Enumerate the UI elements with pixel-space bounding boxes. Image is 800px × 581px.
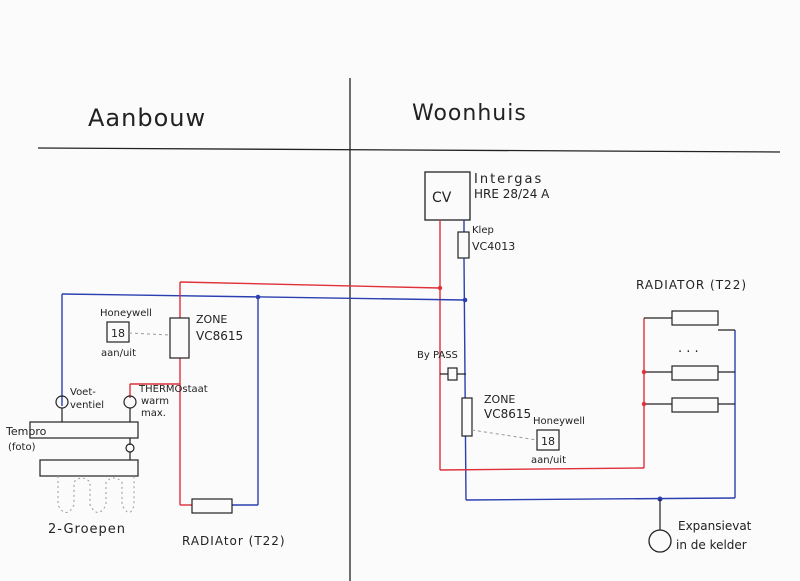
zone-valve-left (169, 317, 190, 359)
thermostaat-label: THERMOstaat (138, 384, 208, 395)
intergas-label: Intergas (474, 172, 543, 187)
zone-left-label: ZONE (196, 313, 227, 326)
intergas-model-label: HRE 28/24 A (474, 187, 550, 201)
radiator-right-1 (671, 310, 719, 326)
tempro-pump (125, 443, 135, 453)
zone-left-model-label: VC8615 (196, 329, 243, 343)
thermostat-right-value: 18 (541, 435, 555, 448)
section-title-woonhuis: Woonhuis (412, 101, 527, 126)
expansievat-label: Expansievat (678, 519, 752, 533)
floor-heating-loops (57, 476, 135, 513)
supply-red-bottom (439, 467, 645, 471)
groepen-label: 2-Groepen (48, 522, 126, 537)
honeywell-left-link (128, 332, 171, 336)
radiator-left (191, 498, 233, 514)
expansievat-vessel (648, 529, 672, 553)
honeywell-right-link (471, 429, 538, 441)
title-underline (37, 147, 781, 153)
aanuit-left-label: aan/uit (101, 348, 136, 359)
klep-label: Klep (472, 225, 494, 236)
honeywell-thermostat-right (536, 429, 560, 451)
voetventiel-label-2: ventiel (70, 400, 104, 411)
honeywell-left-label: Honeywell (100, 308, 152, 319)
honeywell-right-label: Honeywell (533, 416, 585, 427)
tempro-manifold-top (29, 421, 139, 439)
cv-label: CV (432, 190, 452, 206)
junction-blue-cross-right (462, 297, 468, 303)
thermostaat-max-label: max. (141, 408, 166, 419)
radiator-dots: . . . (678, 341, 699, 356)
tempro-manifold-bottom (39, 459, 139, 477)
junction-red-2 (641, 401, 647, 407)
voetventiel-label: Voet- (70, 387, 96, 398)
radiator-right-label: RADIATOR (T22) (636, 278, 747, 292)
thermostaat-warm-label: warm (141, 396, 169, 407)
klep-model-label: VC4013 (472, 240, 515, 253)
honeywell-thermostat-left (106, 321, 130, 343)
zone-right-model-label: VC8615 (484, 407, 531, 421)
section-title-aanbouw: Aanbouw (88, 104, 206, 132)
radiator-right-2 (671, 365, 719, 381)
supply-red-cross (179, 281, 441, 289)
junction-red-cross (437, 285, 443, 291)
return-blue-cross (61, 293, 466, 301)
return-blue-bottom (465, 497, 736, 501)
radiator-right-3 (671, 397, 719, 413)
junction-red-1 (641, 369, 647, 375)
expansievat-location-label: in de kelder (676, 538, 747, 552)
bypass-label: By PASS (417, 350, 458, 361)
tempro-label: Tempro (5, 425, 47, 438)
tempro-foto-label: (foto) (8, 442, 36, 453)
aanuit-right-label: aan/uit (531, 455, 566, 466)
klep-valve (457, 231, 470, 259)
bypass-valve (447, 367, 458, 381)
return-blue-klep-down (463, 257, 467, 501)
zone-right-label: ZONE (484, 393, 515, 406)
cv-boiler (424, 171, 471, 221)
thermostat-left-value: 18 (111, 327, 125, 340)
radiator-left-label: RADIAtor (T22) (182, 534, 286, 548)
zone-valve-right (461, 397, 473, 437)
